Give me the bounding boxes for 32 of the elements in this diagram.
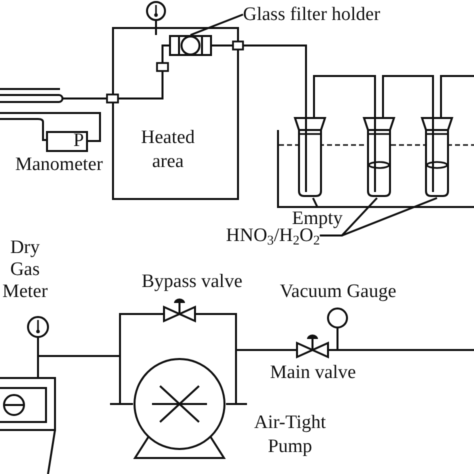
gauge-symbol (327, 307, 348, 350)
impinger-bottle (363, 117, 395, 198)
impinger-bottle (421, 117, 453, 198)
pipe-line (329, 349, 474, 351)
gauge-label: Vacuum Gauge (280, 280, 396, 303)
chamber-label: Heated area (141, 126, 195, 174)
filter-holder (169, 35, 212, 56)
pipe-line (212, 44, 307, 117)
callout-label: Glass filter holder (243, 3, 380, 26)
pipe-line (62, 44, 169, 100)
pipe-line (62, 112, 101, 142)
manometer-label: Manometer (15, 153, 103, 176)
pipe-line (226, 349, 296, 405)
pipe-line (440, 75, 474, 117)
leader-line (320, 197, 438, 236)
leader-line (312, 198, 318, 208)
meter-label: Dry Gas Meter (2, 237, 48, 303)
gas-meter (0, 377, 57, 474)
pipe-line (42, 122, 46, 141)
sampling-probe (0, 86, 62, 122)
pressure-letter: P (73, 132, 84, 149)
valve-label: Bypass valve (142, 270, 242, 293)
leader-line (190, 14, 244, 36)
pipe-line (313, 75, 376, 117)
pump-symbol (133, 358, 226, 459)
valve-symbol (163, 297, 196, 322)
pipe-line (382, 75, 434, 117)
impinger-bottle (294, 117, 326, 198)
manometer-unit (46, 131, 88, 152)
valve-label: Main valve (270, 361, 356, 384)
pump-label: Air-Tight Pump (253, 411, 327, 459)
valve-symbol (296, 333, 329, 358)
